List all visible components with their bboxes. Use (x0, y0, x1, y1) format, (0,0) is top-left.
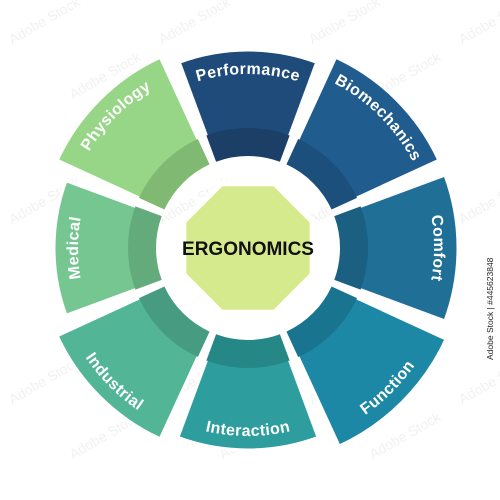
watermark-text: Adobe Stock (306, 0, 384, 47)
inner-band-biomechanics (286, 138, 358, 210)
inner-band-performance (206, 128, 290, 162)
inner-band-function (286, 286, 358, 358)
center-octagon (180, 180, 316, 316)
center-octagon-group: ERGONOMICS (180, 180, 316, 316)
inner-band-comfort (334, 206, 368, 290)
segment-label-interaction: Interaction (204, 418, 291, 440)
watermark-text: Adobe Stock (156, 0, 234, 47)
watermark-text: Adobe Stock (6, 0, 84, 47)
watermark-text: Adobe Stock (456, 353, 500, 407)
inner-band-physiology (138, 138, 210, 210)
segment-interaction (175, 332, 321, 452)
center-label: ERGONOMICS (182, 239, 314, 260)
segment-comfort (332, 173, 460, 323)
inner-band-industrial (138, 286, 210, 358)
inner-band-interaction (206, 334, 290, 368)
segment-label-comfort: Comfort (427, 214, 447, 283)
inner-ring-layer (128, 128, 368, 368)
watermark-text: Adobe Stock (456, 173, 500, 227)
watermark-text: Adobe Stock (456, 0, 500, 47)
inner-band-medical (128, 206, 162, 290)
stock-credit: Adobe Stock | #445623848 (485, 257, 495, 360)
segment-label-medical: Medical (65, 215, 85, 280)
